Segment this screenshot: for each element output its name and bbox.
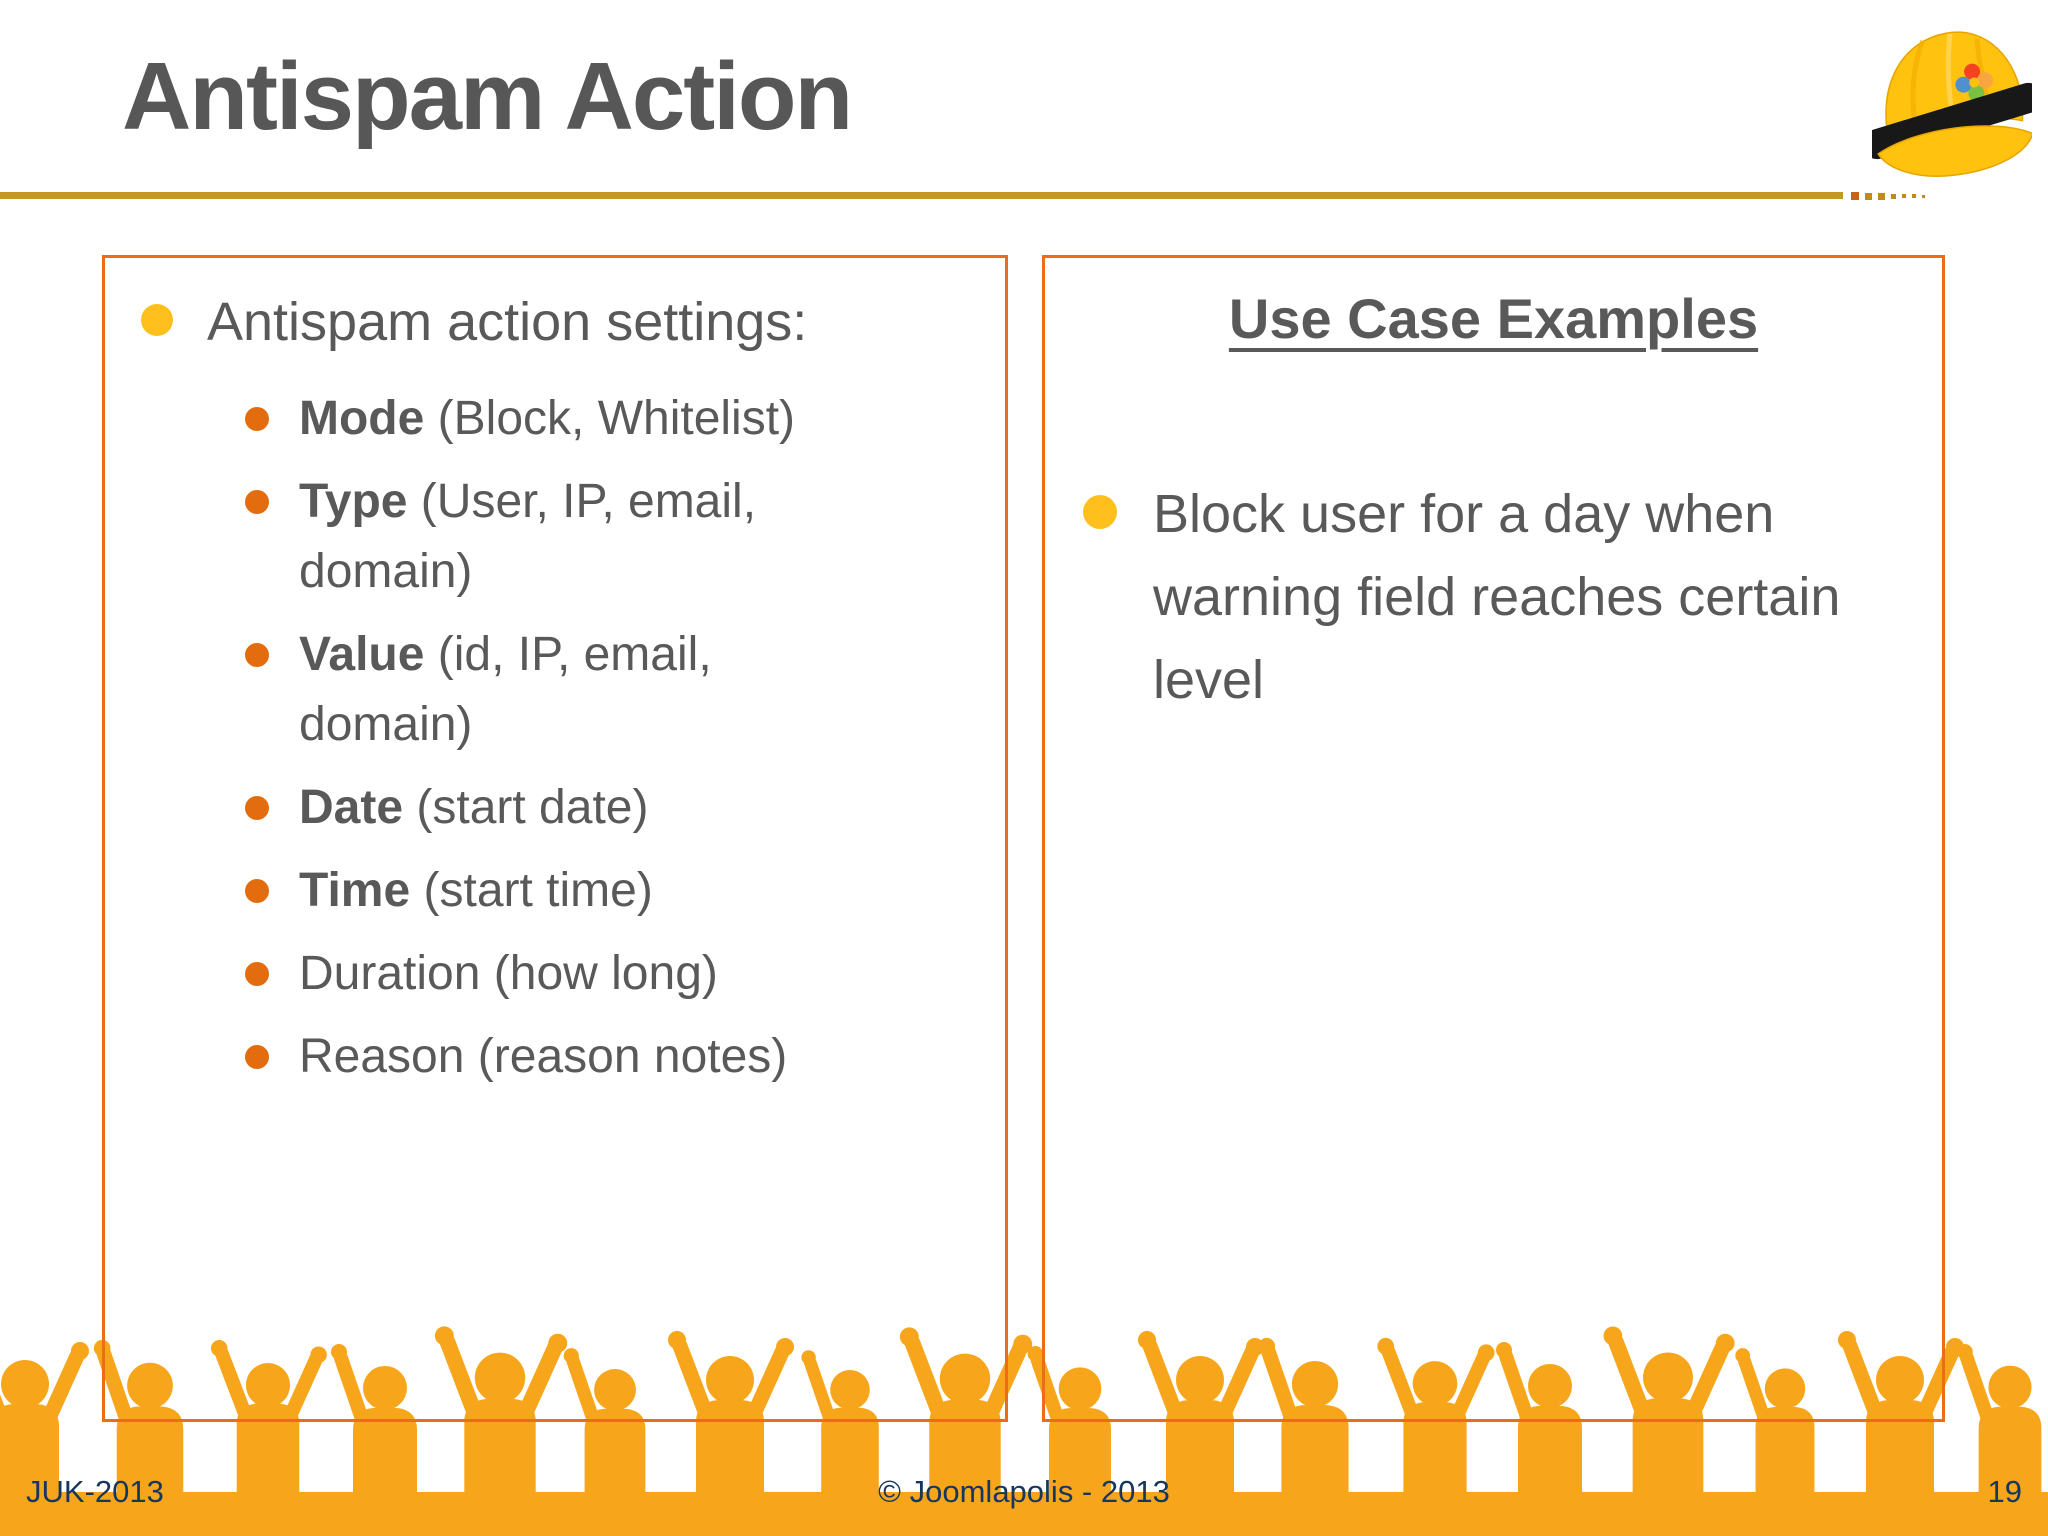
use-case-bullet-row: Block user for a day when warning field … — [1083, 473, 1942, 722]
list-item: Value (id, IP, email, domain) — [105, 620, 1005, 760]
bullet-orange-icon — [245, 796, 269, 820]
list-item: Time (start time) — [105, 856, 1005, 926]
footer-date: JUK-2013 — [26, 1474, 164, 1509]
list-item: Mode (Block, Whitelist) — [105, 384, 1005, 454]
page-number: 19 — [1987, 1474, 2022, 1509]
list-item: Duration (how long) — [105, 939, 1005, 1009]
bullet-orange-icon — [245, 490, 269, 514]
bullet-gold-icon — [141, 304, 173, 336]
bullet-orange-icon — [245, 643, 269, 667]
title-rule-end-dots — [1851, 192, 1925, 200]
list-item: Reason (reason notes) — [105, 1022, 1005, 1092]
joomla-logo-icon — [1955, 63, 1994, 102]
bullet-orange-icon — [245, 1045, 269, 1069]
bullet-orange-icon — [245, 407, 269, 431]
page-title: Antispam Action — [122, 43, 853, 150]
hard-hat-icon — [1872, 31, 2032, 178]
crowd-silhouette — [0, 1326, 2048, 1536]
left-panel: Antispam action settings: Mode (Block, W… — [102, 255, 1008, 1422]
settings-list: Mode (Block, Whitelist) Type (User, IP, … — [105, 384, 1005, 1092]
left-panel-heading: Antispam action settings: — [207, 292, 808, 352]
footer: JUK-2013 © Joomlapolis - 2013 19 — [0, 1474, 2048, 1510]
bullet-orange-icon — [245, 879, 269, 903]
list-item: Type (User, IP, email, domain) — [105, 467, 1005, 607]
bullet-orange-icon — [245, 962, 269, 986]
use-case-text: Block user for a day when warning field … — [1153, 484, 1841, 710]
left-panel-heading-row: Antispam action settings: — [141, 290, 1005, 354]
title-rule — [0, 192, 1843, 199]
bullet-gold-icon — [1083, 495, 1117, 529]
list-item: Date (start date) — [105, 773, 1005, 843]
footer-copyright: © Joomlapolis - 2013 — [878, 1474, 1170, 1509]
right-panel: Use Case Examples Block user for a day w… — [1042, 255, 1945, 1422]
use-case-heading: Use Case Examples — [1228, 287, 1759, 350]
